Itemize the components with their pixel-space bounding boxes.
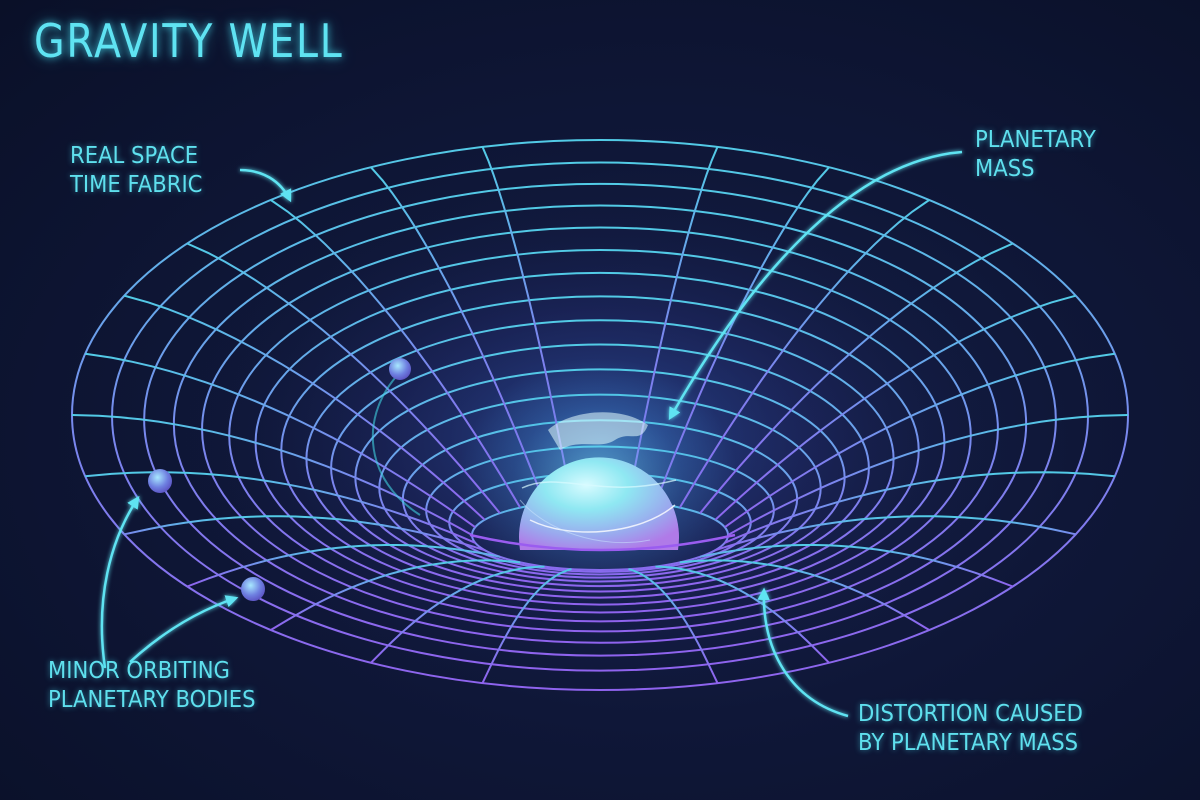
label-distortion: DISTORTION CAUSED BY PLANETARY MASS (858, 700, 1083, 758)
grid-radial (85, 352, 476, 529)
grid-radial (85, 471, 476, 544)
grid-radial (186, 544, 501, 588)
grid-radial (727, 414, 1129, 536)
orbit-trail (371, 377, 421, 516)
label-line: BY PLANETARY MASS (858, 730, 1079, 756)
label-line: DISTORTION CAUSED (858, 701, 1083, 727)
arrow-distortion (757, 587, 849, 718)
grid-radial (715, 515, 1076, 552)
grid-radial (714, 294, 1076, 521)
label-planetary-mass: PLANETARY MASS (975, 126, 1096, 184)
label-spacetime-fabric: REAL SPACE TIME FABRIC (70, 142, 202, 200)
grid-radial (724, 352, 1115, 529)
grid-radial (186, 242, 501, 514)
well-rim-front (469, 533, 736, 552)
grid-radial (699, 544, 1014, 588)
label-minor-orbiting-bodies: MINOR ORBITING PLANETARY BODIES (48, 657, 256, 715)
arrow-minor-2 (129, 595, 239, 663)
arrow-minor-1 (100, 495, 140, 669)
label-line: TIME FABRIC (70, 172, 203, 198)
label-line: MINOR ORBITING (48, 658, 230, 684)
minor-planet-2 (148, 469, 172, 493)
grid-radial (124, 294, 486, 521)
minor-planet-1 (389, 358, 411, 380)
minor-planet-3 (241, 577, 265, 601)
arrow-fabric (239, 168, 292, 203)
label-line: PLANETARY BODIES (48, 687, 256, 713)
label-line: REAL SPACE (70, 143, 199, 169)
grid-radial (124, 515, 485, 552)
label-line: PLANETARY (975, 127, 1096, 153)
planetary-mass-sphere (519, 412, 679, 550)
grid-radial (270, 559, 521, 631)
grid-radial (724, 471, 1115, 544)
grid-radial (679, 559, 930, 631)
annotation-arrows (100, 150, 963, 718)
arrow-planetary-mass (668, 150, 963, 421)
diagram-title: GRAVITY WELL (34, 14, 344, 68)
grid-radial (699, 242, 1014, 514)
grid-radial (71, 414, 473, 536)
label-line: MASS (975, 156, 1035, 182)
